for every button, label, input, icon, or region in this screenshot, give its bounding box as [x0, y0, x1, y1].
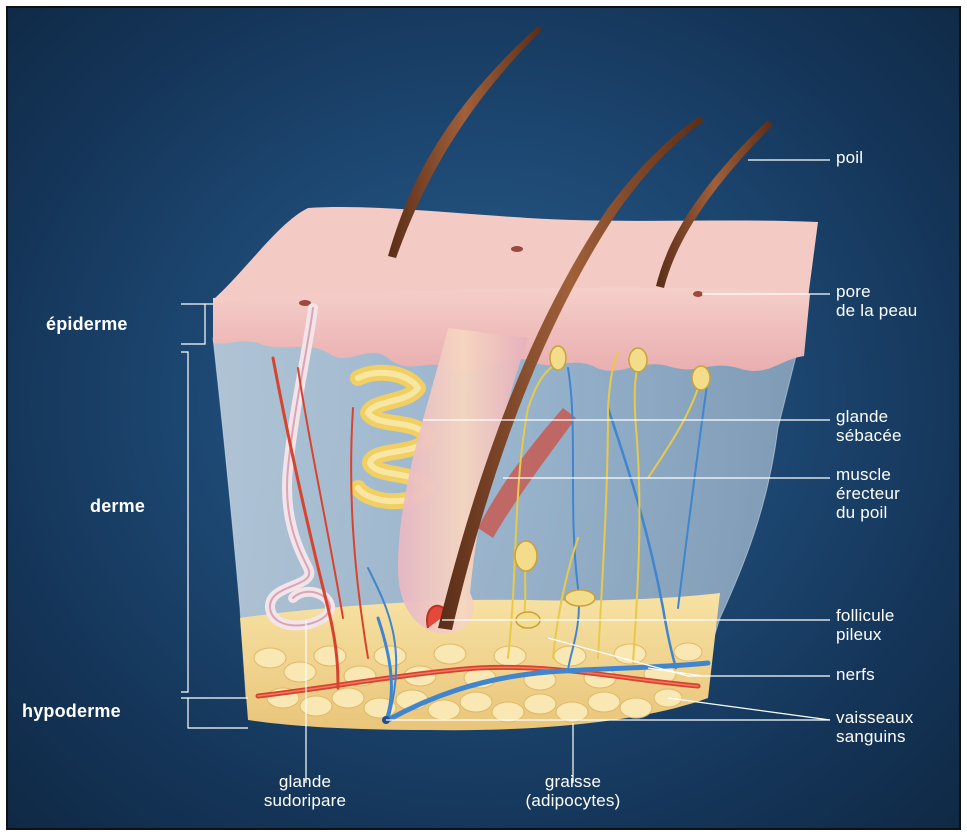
label-epiderme: épiderme [46, 315, 128, 334]
epidermis-top [213, 207, 818, 301]
label-poil: poil [836, 148, 863, 167]
pore-1 [511, 246, 523, 252]
label-nerfs: nerfs [836, 665, 875, 684]
diagram-frame: poil pore de la peau glande sébacée musc… [6, 6, 961, 830]
label-graisse: graisse (adipocytes) [513, 772, 633, 810]
pore-3 [693, 291, 703, 297]
label-glande-sudoripare: glande sudoripare [250, 772, 360, 810]
label-derme: derme [90, 497, 145, 516]
label-follicule: follicule pileux [836, 606, 895, 644]
skin-cross-section [8, 8, 959, 828]
label-pore: pore de la peau [836, 282, 917, 320]
label-muscle: muscle érecteur du poil [836, 465, 900, 522]
label-glande-sebacee: glande sébacée [836, 407, 902, 445]
label-vaisseaux: vaisseaux sanguins [836, 708, 913, 746]
label-hypoderme: hypoderme [22, 702, 121, 721]
